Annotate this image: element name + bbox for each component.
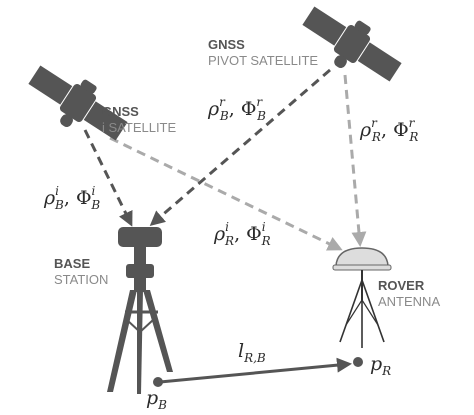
point-base-label: pB: [146, 387, 167, 412]
satellite-pivot-label-2: PIVOT SATELLITE: [208, 53, 318, 68]
satellite-pivot-icon: [302, 6, 402, 82]
rover-label-2: ANTENNA: [378, 294, 440, 309]
signal-i-to-rover: [109, 136, 343, 251]
signal-pivot-to-base: [149, 68, 331, 226]
base-station-label-2: STATION: [54, 272, 108, 287]
rover-label-1: ROVER: [378, 278, 425, 293]
satellite-i-label-2: i SATELLITE: [102, 120, 177, 135]
baseline-label: lR,B: [238, 340, 266, 365]
point-rover-label: pR: [370, 353, 391, 378]
base-station-icon: [107, 227, 173, 394]
satellite-pivot-label-1: GNSS: [208, 37, 245, 52]
satellite-i-icon: [28, 65, 128, 141]
rover-antenna-icon: [332, 247, 392, 348]
baseline-vector: [159, 357, 352, 384]
point-base: [153, 377, 163, 387]
signal-pivot-to-rover: [343, 74, 367, 247]
signal-i-to-base: [83, 129, 133, 227]
point-rover: [353, 357, 363, 367]
satellite-i-label-1: GNSS: [102, 104, 139, 119]
base-station-label-1: BASE: [54, 256, 90, 271]
